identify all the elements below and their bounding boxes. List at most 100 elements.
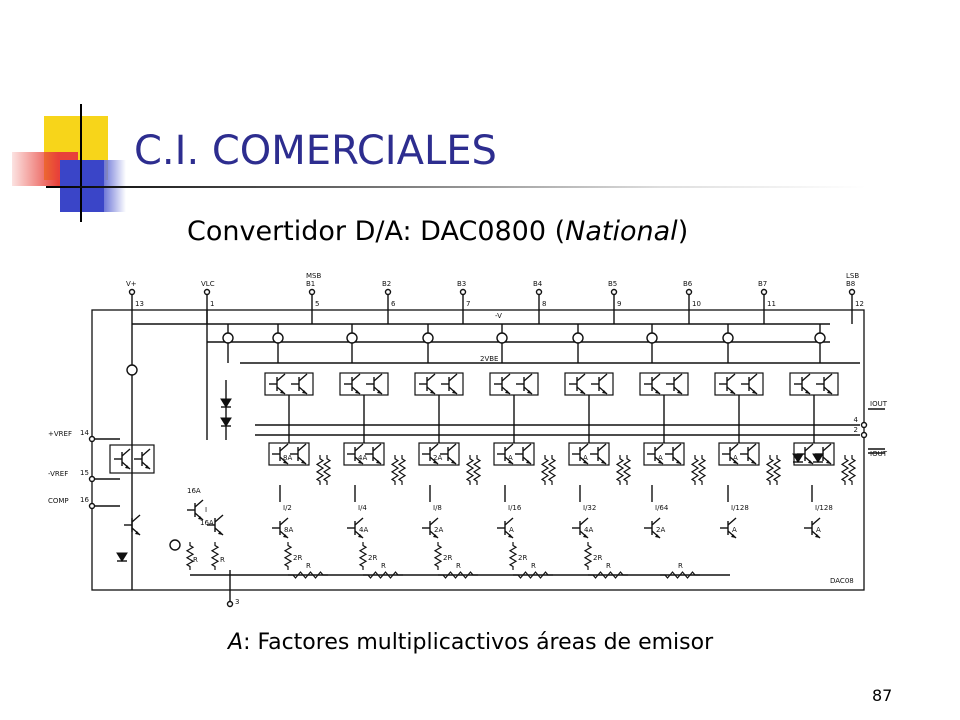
cell-resistor [472, 455, 482, 485]
switch-transistor-collector [276, 373, 286, 382]
current-label: I/32 [583, 504, 596, 512]
pin-number: 12 [855, 300, 864, 308]
switch-transistor-collector [748, 373, 758, 382]
mirror-transistor-arrow [301, 460, 306, 464]
pin-b7-terminal [760, 288, 768, 296]
ladder-r-resistor [660, 571, 700, 579]
cell-resistor [540, 455, 550, 485]
ladder-emitter-label: 2A [656, 526, 665, 534]
switch-transistor-arrow [527, 390, 532, 394]
mirror-transistor-arrow [358, 460, 363, 464]
ladder-transistor-collector [429, 517, 439, 526]
pin-b5-terminal [610, 288, 618, 296]
cell-resistor [765, 455, 775, 485]
pin-label: B1 [306, 280, 315, 288]
switch-transistor-arrow [505, 390, 510, 394]
ladder-r-resistor [363, 571, 403, 579]
pin-label: B5 [608, 280, 617, 288]
cell-resistor [397, 455, 407, 485]
pin-number: 9 [617, 300, 621, 308]
ref-transistor-collector [121, 448, 131, 457]
ladder-transistor-arrow [655, 534, 660, 538]
mirror-transistor-collector [372, 443, 382, 452]
switch-transistor-arrow [355, 390, 360, 394]
pin-number: 1 [210, 300, 214, 308]
minus-v-label: -V [495, 312, 502, 320]
mirror-transistor-arrow [508, 460, 513, 464]
diode-icon [116, 552, 128, 562]
current-source-circle [496, 332, 508, 344]
pin-label: V+ [126, 280, 137, 288]
ladder-emitter-label: A [732, 526, 737, 534]
cell-resistor [547, 455, 557, 485]
pin-number: 13 [135, 300, 144, 308]
mirror-transistor-collector [354, 443, 364, 452]
pin-label: VLC [201, 280, 215, 288]
ladder-r-resistor [288, 571, 328, 579]
ladder-r-label: R [678, 562, 683, 570]
switch-transistor-collector [598, 373, 608, 382]
current-label: I/128 [815, 504, 833, 512]
switch-transistor-collector [801, 373, 811, 382]
current-label: I/8 [433, 504, 442, 512]
pin-label: B4 [533, 280, 543, 288]
switch-transistor-collector [501, 373, 511, 382]
emitter-ratio-label: 2A [433, 454, 442, 462]
switch-transistor-collector [726, 373, 736, 382]
current-source-circle [222, 332, 234, 344]
current-source-circle [646, 332, 658, 344]
ladder-transistor-arrow [508, 534, 513, 538]
mirror-transistor-collector [597, 443, 607, 452]
switch-transistor-arrow [827, 390, 832, 394]
ladder-emitter-label: 8A [284, 526, 293, 534]
ladder-2r-label: 2R [443, 554, 452, 562]
switch-transistor-arrow [302, 390, 307, 394]
ladder-transistor-collector [579, 517, 589, 526]
current-label: I/16 [508, 504, 522, 512]
ref-transistor-collector [194, 499, 204, 508]
pin-b1-terminal [308, 288, 316, 296]
switch-transistor-collector [576, 373, 586, 382]
ladder-transistor-collector [811, 517, 821, 526]
left-pin-label: -VREF [48, 470, 68, 478]
ladder-transistor-collector [279, 517, 289, 526]
pin3-number: 3 [235, 598, 239, 606]
diode-icon [792, 453, 804, 463]
pin3-terminal [226, 600, 234, 608]
ladder-r-label: R [381, 562, 386, 570]
mirror-transistor-collector [579, 443, 589, 452]
pin-extra-label: MSB [306, 272, 321, 280]
switch-transistor-collector [298, 373, 308, 382]
ladder-transistor-arrow [731, 534, 736, 538]
ref-label: R [220, 556, 225, 564]
ref-label: 16A [200, 519, 214, 527]
pin-label: B8 [846, 280, 855, 288]
ladder-r-label: R [531, 562, 536, 570]
pin-v-terminal [128, 288, 136, 296]
emitter-ratio-label: A [583, 454, 588, 462]
mirror-transistor-collector [804, 443, 814, 452]
switch-transistor-arrow [677, 390, 682, 394]
cell-resistor [772, 455, 782, 485]
mirror-transistor-collector [672, 443, 682, 452]
ref-transistor-arrow [135, 531, 140, 535]
current-label: I/128 [731, 504, 749, 512]
mirror-transistor-arrow [433, 460, 438, 464]
ladder-transistor-collector [727, 517, 737, 526]
ladder-r-resistor [438, 571, 478, 579]
page-number: 87 [872, 686, 893, 705]
subtitle-end: ) [677, 216, 689, 247]
subtitle-main: Convertidor D/A: DAC0800 ( [187, 216, 566, 247]
ref-transistor-arrow [125, 465, 130, 469]
subtitle-italic: National [565, 216, 678, 247]
switch-transistor-arrow [805, 390, 810, 394]
pin-b2-terminal [384, 288, 392, 296]
mirror-transistor-arrow [283, 460, 288, 464]
mirror-transistor-arrow [376, 460, 381, 464]
switch-transistor-arrow [280, 390, 285, 394]
ref-transistor-collector [141, 448, 151, 457]
ladder-transistor-collector [354, 517, 364, 526]
switch-transistor-arrow [452, 390, 457, 394]
pin-label: B3 [457, 280, 466, 288]
switch-transistor-collector [373, 373, 383, 382]
